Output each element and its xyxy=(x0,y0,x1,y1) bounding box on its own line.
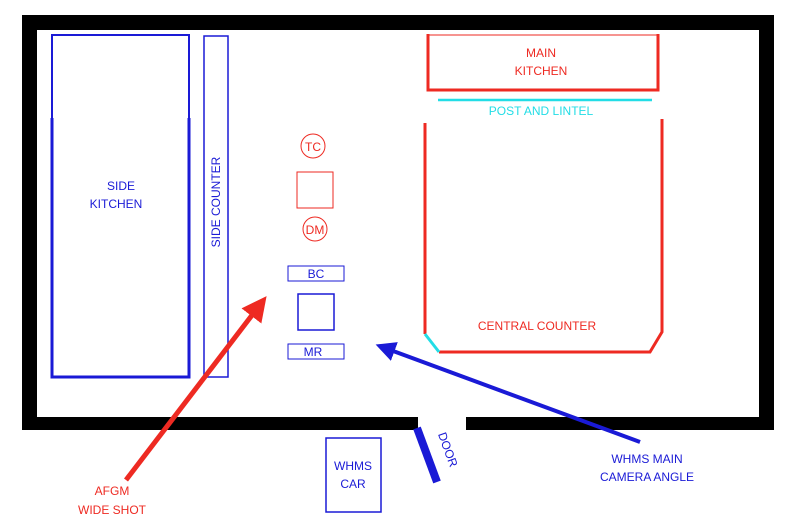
door-label: DOOR xyxy=(435,430,461,469)
bc-label: BC xyxy=(308,267,325,281)
room-walls xyxy=(22,15,774,430)
afgm-label-line2: WIDE SHOT xyxy=(78,503,147,517)
side-kitchen-label-line2: KITCHEN xyxy=(90,197,143,211)
blue-position-square xyxy=(297,293,335,331)
afgm-label-line1: AFGM xyxy=(95,484,130,498)
mr-box xyxy=(287,343,345,360)
red-position-square xyxy=(296,171,334,209)
main-kitchen-label-line2: KITCHEN xyxy=(515,64,568,78)
whms-main-label-line2: CAMERA ANGLE xyxy=(600,470,694,484)
central-counter-label: CENTRAL COUNTER xyxy=(478,319,597,333)
side-counter xyxy=(203,35,229,378)
post-and-lintel-label: POST AND LINTEL xyxy=(489,104,594,118)
side-counter-label: SIDE COUNTER xyxy=(209,156,223,247)
door xyxy=(413,426,441,484)
tc-marker xyxy=(300,133,326,159)
whms-car xyxy=(325,437,382,513)
whms-car-label-line1: WHMS xyxy=(334,459,372,473)
whms-car-label-line2: CAR xyxy=(340,477,366,491)
main-kitchen-label-line1: MAIN xyxy=(526,46,556,60)
tc-label: TC xyxy=(305,140,321,154)
whms-main-label-line1: WHMS MAIN xyxy=(611,452,682,466)
side-kitchen xyxy=(50,34,191,379)
bc-box xyxy=(287,265,345,282)
mr-label: MR xyxy=(304,345,323,359)
dm-label: DM xyxy=(306,223,325,237)
side-kitchen-label-line1: SIDE xyxy=(107,179,135,193)
central-counter xyxy=(423,119,664,354)
whms-main-camera-arrow xyxy=(375,342,641,444)
main-kitchen xyxy=(426,34,660,92)
dm-marker xyxy=(302,216,328,242)
afgm-camera-arrow xyxy=(124,296,267,482)
